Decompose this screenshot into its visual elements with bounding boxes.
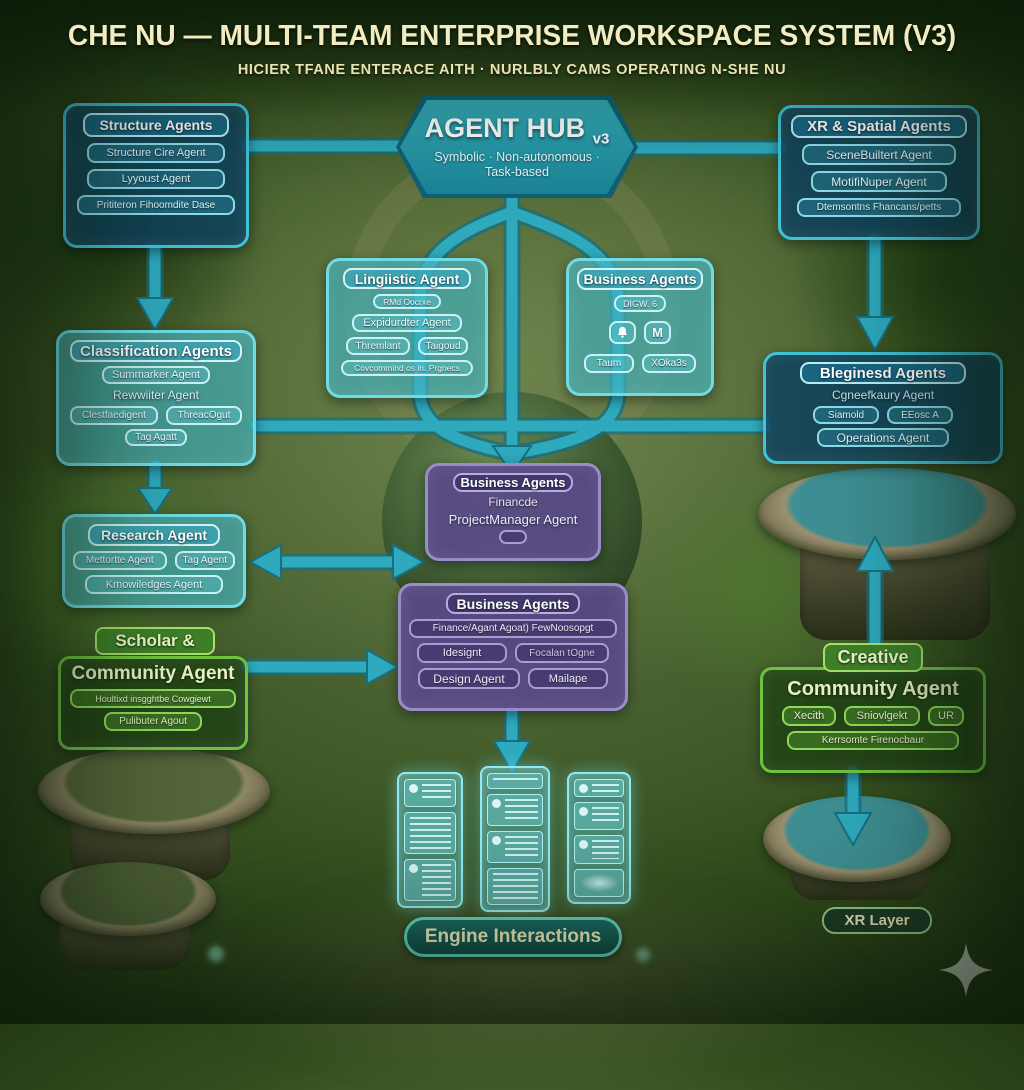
agent-chip: Taigoud xyxy=(418,337,468,355)
bell-icon xyxy=(609,321,636,344)
panel-icon xyxy=(409,784,418,793)
node-bleginesd-agents: Bleginesd Agents Cgneefkaury Agent Siamo… xyxy=(763,352,1003,464)
panel-icon xyxy=(579,807,588,816)
agent-chip: XOka3s xyxy=(642,354,696,373)
agent-chip: Kmowiledges Agent xyxy=(85,575,223,594)
node-title: Lingiistic Agent xyxy=(343,268,471,289)
agent-label: ProjectManager Agent xyxy=(448,512,578,527)
agent-hub-title: AGENT HUB v3 xyxy=(424,113,610,148)
engine-panel-2 xyxy=(480,766,550,912)
agent-chip: DIGW. 6 xyxy=(614,295,666,312)
agent-chip: Mailape xyxy=(528,668,608,689)
arrowhead-creative-to-basin xyxy=(855,534,895,572)
node-title: XR & Spatial Agents xyxy=(791,115,967,138)
agent-chip: MotifiNuper Agent xyxy=(811,171,947,192)
page-title: CHE NU — MULTI-TEAM ENTERPRISE WORKSPACE… xyxy=(67,20,957,52)
agent-chip: Kerrsomte Firenocbaur xyxy=(787,731,959,750)
mini-button xyxy=(499,530,527,544)
engine-panel-1 xyxy=(397,772,463,908)
letter-m-icon: M xyxy=(644,321,671,344)
agent-chip: Siamold xyxy=(813,406,879,424)
agent-chip: Summarker Agent xyxy=(102,366,210,384)
agent-chip: Tag Agatt xyxy=(125,429,187,446)
agent-chip: Thremlant xyxy=(346,337,410,355)
agent-chip: SceneBuiltert Agent xyxy=(802,144,956,165)
arrowhead-purple2-to-panels xyxy=(492,740,532,774)
node-business-agents-purple1: Business Agents Financde ProjectManager … xyxy=(425,463,601,561)
agent-chip: Tag Agent xyxy=(174,551,235,570)
agent-chip: Covcommind os in. Prgnecs xyxy=(341,360,473,376)
panel-icon xyxy=(492,799,501,808)
glow-dot xyxy=(636,948,650,962)
page-subtitle: HICIER TFANE ENTERACE AITH · NURLBLY CAM… xyxy=(237,62,787,78)
engine-panel-3 xyxy=(567,772,631,904)
agent-chip: EEosc A xyxy=(887,406,953,424)
node-title: Business Agents xyxy=(446,593,580,614)
arrowhead-scholar-to-purple2 xyxy=(366,648,401,686)
agent-chip: Focalan tOgne xyxy=(515,643,609,663)
node-scholar-community-agent: Community Agent Houltixd insgghtbe Cowgi… xyxy=(58,656,248,750)
agent-label: Cgneefkaury Agent xyxy=(831,388,935,402)
node-research-agent: Research Agent Mettortte Agent Tag Agent… xyxy=(62,514,246,608)
agent-chip: RMd Oocrxe xyxy=(373,294,441,309)
xr-layer-label: XR Layer xyxy=(822,907,932,934)
node-business-agents-purple2: Business Agents Finance/Agant Agoat) Few… xyxy=(398,583,628,711)
agent-chip: Clestfaedigent xyxy=(70,406,158,425)
node-title: Classification Agents xyxy=(70,340,242,362)
agent-chip: ThreacOgut xyxy=(166,406,242,425)
node-classification-agents: Classification Agents Summarker Agent Re… xyxy=(56,330,256,466)
panel-icon xyxy=(579,784,588,793)
node-linguistic-agent: Lingiistic Agent RMd Oocrxe Expidurdter … xyxy=(326,258,488,398)
agent-chip: Idesignt xyxy=(417,643,507,663)
scholar-tag: Scholar & xyxy=(95,627,215,655)
agent-hub-subtitle: Symbolic · Non-autonomous · Task-based xyxy=(434,149,600,180)
node-title: Structure Agents xyxy=(83,113,229,137)
engine-interactions-label: Engine Interactions xyxy=(404,917,622,957)
agent-chip: Mettortte Agent xyxy=(73,551,167,570)
agent-chip: Sniovlgekt xyxy=(844,706,920,726)
node-title: Research Agent xyxy=(88,524,220,546)
agent-chip: Operations Agent xyxy=(817,428,949,447)
arrowhead-research-to-purple1 xyxy=(392,543,427,581)
node-structure-agents: Structure Agents Structure Cire Agent Ly… xyxy=(63,103,249,248)
agent-chip: Finance/Agant Agoat) FewNoosopgt xyxy=(409,619,617,638)
arrowhead-structure-to-classification xyxy=(135,297,175,333)
agent-chip: Lyyoust Agent xyxy=(87,169,225,189)
node-title: Community Agent xyxy=(787,678,959,700)
node-title: Business Agents xyxy=(577,268,703,290)
agent-label: Financde xyxy=(488,495,538,509)
arrowhead-classification-to-research xyxy=(136,487,174,516)
agent-chip: Prititeron Fihoomdite Dase xyxy=(77,195,235,215)
arrowhead-creative-to-pool xyxy=(833,812,873,848)
sparkle-icon xyxy=(933,941,999,1004)
agent-chip: Houltixd insgghtbe Cowgiewt xyxy=(70,689,236,708)
agent-chip: Taum xyxy=(584,354,634,373)
glow-dot xyxy=(208,946,224,962)
node-title: Community Agent xyxy=(71,663,235,684)
agent-hub-version: v3 xyxy=(592,130,610,148)
agent-chip: Pulibuter Agout xyxy=(104,712,202,731)
creative-tag: Creative xyxy=(823,643,923,672)
panel-icon xyxy=(579,840,588,850)
agent-chip: Expidurdter Agent xyxy=(352,314,462,332)
node-xr-spatial-agents: XR & Spatial Agents SceneBuiltert Agent … xyxy=(778,105,980,240)
agent-chip: Xecith xyxy=(782,706,836,726)
agent-chip: UR xyxy=(928,706,964,726)
agent-chip: Structure Cire Agent xyxy=(87,143,225,163)
agent-hub-node: AGENT HUB v3 Symbolic · Non-autonomous ·… xyxy=(396,96,638,198)
agent-chip: Design Agent xyxy=(418,668,520,689)
node-creative-community-agent: Community Agent Xecith Sniovlgekt UR Ker… xyxy=(760,667,986,773)
panel-icon xyxy=(492,836,501,845)
node-business-agents-top: Business Agents DIGW. 6 M Taum XOka3s xyxy=(566,258,714,396)
node-title: Business Agents xyxy=(453,473,573,492)
arrowhead-purple1-to-research xyxy=(247,543,282,581)
node-title: Bleginesd Agents xyxy=(800,362,966,384)
agent-label: Rewwiiter Agent xyxy=(112,388,200,402)
panel-icon xyxy=(409,864,418,873)
agent-chip: Dtemsontns Fhancans/petts xyxy=(797,198,961,217)
arrowhead-xr-to-bleginesd xyxy=(855,316,895,353)
